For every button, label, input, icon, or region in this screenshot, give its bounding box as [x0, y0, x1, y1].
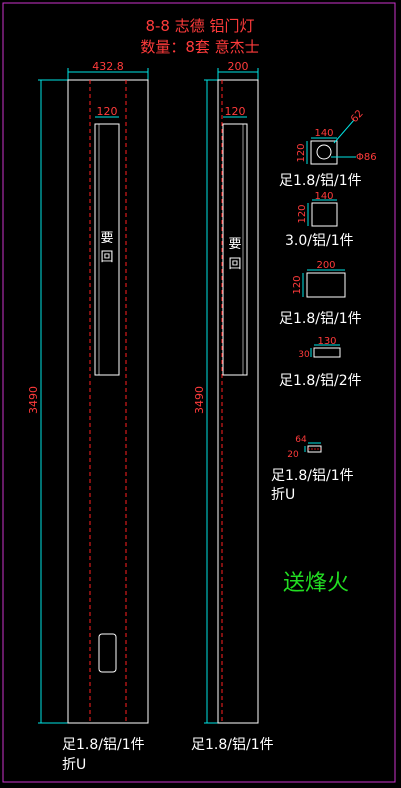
detail-1-width-text: 140 [314, 128, 333, 139]
left-spec-line2: 折U [62, 757, 86, 773]
detail-2-width-text: 140 [314, 191, 333, 202]
detail-5-width-text: 64 [295, 435, 307, 445]
right-width-dim-text: 200 [228, 60, 249, 73]
detail-5-strip: 64 20 足1.8/铝/1件 折U [271, 435, 354, 503]
detail-3-height-text: 120 [292, 275, 303, 294]
detail-1-circle-text: Φ86 [356, 152, 377, 163]
detail-4-outline [313, 347, 341, 358]
detail-2-height-text: 120 [297, 204, 308, 223]
left-part: 432.8 3490 120 要 回 足1.8/铝/1件 折U [27, 60, 149, 773]
detail-5-spec-line1: 足1.8/铝/1件 [271, 468, 354, 484]
left-window-label-1: 要 [100, 231, 113, 246]
left-height-dim-text: 3490 [27, 386, 40, 414]
detail-4-width-text: 130 [317, 336, 336, 347]
drawing-quantity: 数量：8套 意杰士 [140, 38, 259, 56]
left-width-dim-text: 432.8 [92, 60, 124, 73]
detail-2-plate: 140 120 3.0/铝/1件 [285, 191, 354, 249]
right-part-outline [217, 79, 259, 724]
right-window-label-2: 回 [228, 257, 241, 272]
detail-4-spec: 足1.8/铝/2件 [279, 373, 362, 389]
note-text: 送烽火 [283, 571, 349, 596]
right-window-frame [222, 123, 248, 376]
detail-1-leader-diag [333, 119, 355, 144]
detail-2-spec: 3.0/铝/1件 [285, 233, 354, 249]
detail-1-height-text: 120 [296, 143, 307, 162]
right-height-dim-text: 3490 [193, 386, 206, 414]
detail-1-end-cap: 140 120 62 Φ86 足1.8/铝/1件 [279, 108, 377, 189]
right-window-dim-text: 120 [225, 105, 246, 118]
left-window-dim-text: 120 [97, 105, 118, 118]
detail-3-outline [306, 272, 346, 298]
left-cutout [98, 633, 117, 673]
detail-4-height-text: 30 [298, 350, 310, 360]
right-part: 200 3490 120 要 回 足1.8/铝/1件 [191, 60, 274, 753]
detail-1-hole [316, 144, 332, 160]
drawing-border [2, 2, 396, 783]
left-part-outline [67, 79, 149, 724]
detail-1-outline [310, 140, 338, 165]
right-window-label-1: 要 [228, 237, 241, 252]
left-window-frame [94, 123, 120, 376]
detail-5-height-text: 20 [287, 450, 299, 460]
detail-3-plate: 200 120 足1.8/铝/1件 [279, 260, 362, 327]
detail-3-spec: 足1.8/铝/1件 [279, 311, 362, 327]
detail-2-outline [311, 202, 338, 227]
drawing-title: 8-8 志德 铝门灯 [145, 17, 254, 35]
right-spec-line1: 足1.8/铝/1件 [191, 737, 274, 753]
left-spec-line1: 足1.8/铝/1件 [62, 737, 145, 753]
detail-3-width-text: 200 [316, 260, 335, 271]
detail-1-spec: 足1.8/铝/1件 [279, 173, 362, 189]
detail-5-spec-line2: 折U [271, 487, 295, 503]
detail-4-strip: 130 30 足1.8/铝/2件 [279, 336, 362, 389]
left-window-label-2: 回 [100, 250, 113, 265]
